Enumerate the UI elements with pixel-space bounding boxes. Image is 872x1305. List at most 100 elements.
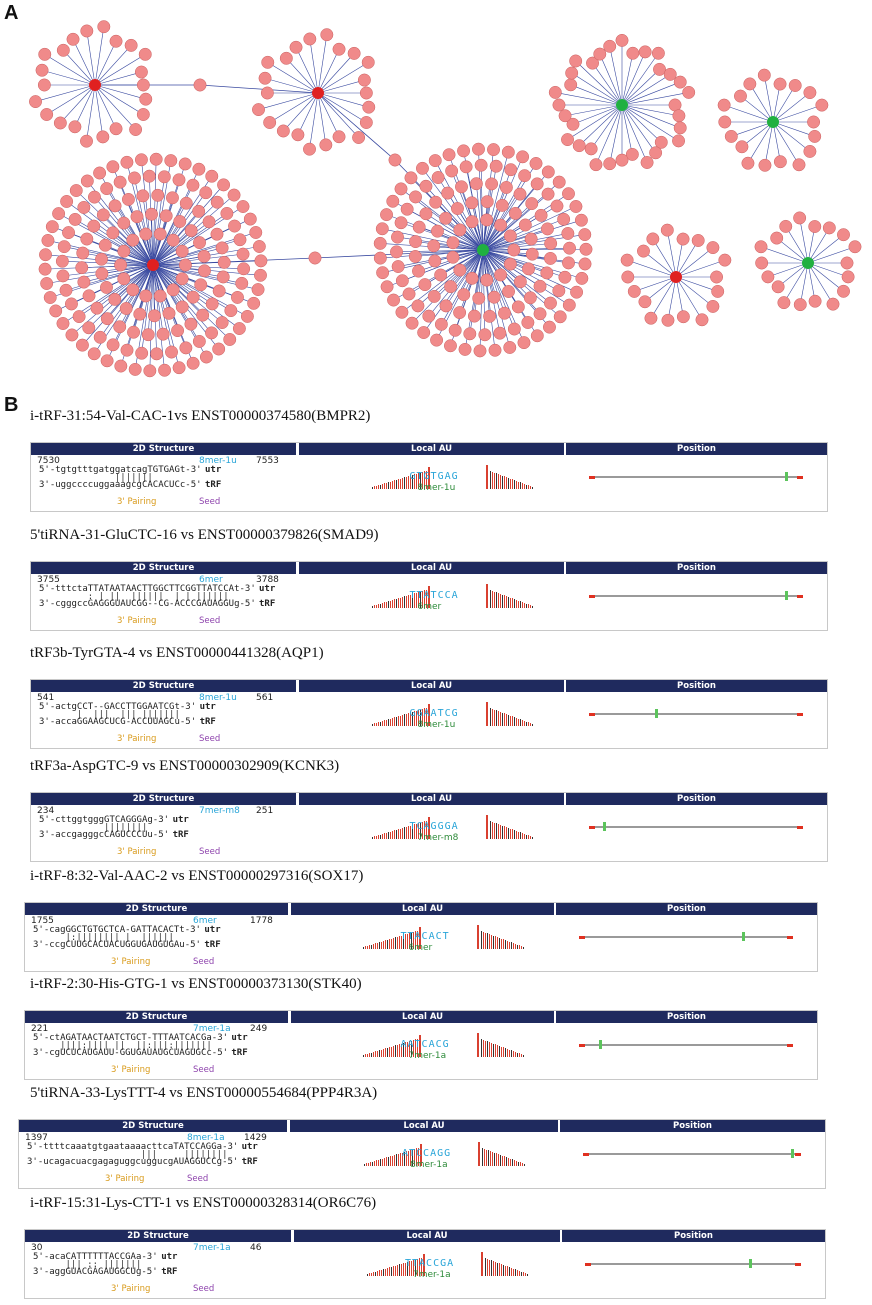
au-bar	[375, 604, 377, 608]
au-bar	[404, 1152, 405, 1166]
gene-node	[543, 251, 557, 265]
au-bar	[503, 1264, 504, 1276]
gene-node	[228, 219, 242, 233]
trf-seq: 3'-cgggccGAGGGUAUCGG--CG-ACCCGAUAGGUg-5'	[39, 599, 256, 609]
edge	[317, 34, 328, 94]
position-header: Position	[566, 793, 827, 805]
au-bar	[399, 1264, 400, 1276]
au-bar	[401, 828, 403, 839]
au-bar	[488, 934, 490, 949]
au-bar	[527, 604, 529, 608]
gene-node	[210, 195, 224, 209]
gene-node	[661, 313, 675, 327]
gene-node	[552, 98, 566, 112]
gene-node	[90, 301, 104, 315]
au-bar	[380, 1049, 382, 1057]
gene-node	[541, 165, 555, 179]
edge	[94, 54, 146, 86]
gene-node	[735, 140, 749, 154]
gene-node	[193, 236, 206, 250]
network-diagram	[29, 20, 862, 378]
position-header: Position	[562, 1230, 825, 1242]
au-bar	[411, 825, 413, 839]
edge	[94, 45, 132, 86]
gene-node	[130, 210, 144, 224]
gene-node	[840, 256, 854, 270]
gene-node	[113, 320, 127, 334]
utr-seq: 5'-ttttcaaatgtgaataaaacttcaTATCCAGGa-3'	[27, 1142, 239, 1152]
au-bar	[505, 477, 507, 489]
gene-node	[29, 95, 42, 109]
au-bar	[425, 470, 427, 489]
gene-node	[807, 115, 821, 129]
au-bar	[416, 1148, 417, 1166]
gene-node	[411, 299, 425, 313]
edge	[572, 104, 623, 125]
au-bar	[392, 1155, 393, 1166]
gene-node	[808, 129, 822, 143]
gene-node	[508, 206, 522, 220]
au-bar	[399, 597, 401, 608]
au-bar	[522, 1163, 523, 1166]
au-bar	[527, 485, 529, 489]
gene-node	[575, 271, 589, 285]
panel-b-label: B	[4, 394, 19, 416]
au-bar	[521, 720, 523, 726]
gene-node	[457, 288, 471, 302]
au-bar	[385, 719, 387, 726]
gene-node	[192, 204, 206, 218]
gene-node	[171, 324, 185, 338]
site-start: 234	[37, 806, 55, 816]
gene-node	[741, 156, 755, 170]
gene-node	[504, 163, 518, 177]
position-line	[583, 1044, 789, 1046]
au-peak	[478, 1142, 480, 1166]
gene-node	[848, 240, 862, 254]
match-line: : | || |||||| | | ||||||	[39, 592, 240, 602]
edge	[152, 253, 244, 266]
edge	[675, 276, 684, 317]
au-bar	[512, 943, 514, 949]
au-bar	[364, 1164, 365, 1166]
edge	[772, 121, 811, 152]
au-peak	[485, 584, 488, 608]
target-record: i-tRF-15:31-Lys-CTT-1 vs ENST00000328314…	[0, 1195, 872, 1305]
gene-node	[603, 157, 617, 171]
gene-node	[409, 190, 422, 204]
au-bar	[413, 593, 415, 608]
site-end: 46	[250, 1243, 262, 1253]
edge	[807, 262, 844, 292]
gene-node	[215, 241, 229, 255]
edge	[740, 95, 774, 123]
gene-node	[711, 284, 725, 298]
local-au-header: Local AU	[291, 1011, 554, 1023]
edge	[317, 62, 369, 94]
au-bar	[497, 711, 499, 726]
au-bar	[495, 473, 497, 489]
edge	[595, 104, 623, 165]
au-bar	[385, 1268, 386, 1276]
gene-node	[770, 231, 784, 245]
gene-node	[793, 298, 807, 312]
utr-label: utr	[204, 925, 221, 935]
au-bar	[516, 944, 518, 949]
au-bar	[525, 603, 527, 608]
gene-node	[66, 32, 80, 46]
au-bar	[484, 1040, 486, 1057]
edge	[675, 247, 714, 278]
gene-node	[38, 47, 52, 61]
gene-node	[663, 67, 677, 81]
gene-node	[412, 220, 426, 234]
gene-node	[151, 188, 165, 202]
position-header: Position	[556, 1011, 817, 1023]
gene-node	[96, 130, 110, 144]
gene-node	[761, 270, 775, 284]
utr-seq: 5'-cttggtgggGTCAGGGAg-3'	[39, 815, 170, 825]
au-bar	[487, 1258, 488, 1276]
gene-node	[453, 263, 467, 277]
gene-node	[544, 296, 557, 310]
au-bar	[383, 833, 385, 839]
au-bar	[419, 709, 421, 726]
